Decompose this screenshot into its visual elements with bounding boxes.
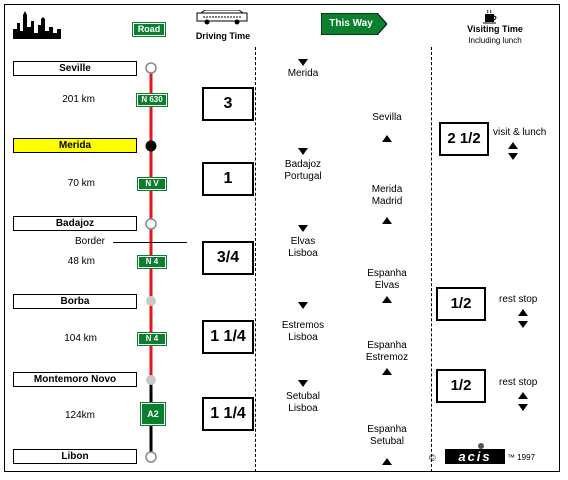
- stop-marker-libon: [145, 451, 157, 463]
- including-lunch-subheader: Including lunch: [468, 36, 522, 45]
- visiting-time-merida: 2 1/2: [439, 122, 489, 156]
- route-guide-frame: Road Driving Time This Way Visiting Time…: [4, 4, 560, 472]
- city-borba: Borba: [13, 294, 137, 309]
- down-arrow-icon: [298, 302, 308, 309]
- border-line: [113, 242, 187, 243]
- up-arrow-icon: [518, 392, 528, 399]
- visiting-time-header: Visiting Time: [467, 24, 523, 34]
- up-arrow-icon: [518, 309, 528, 316]
- driving-time-badajoz-borba: 3/4: [202, 241, 254, 275]
- northbound-sign-1: Sevilla: [372, 112, 402, 123]
- logo-dot: [478, 443, 484, 449]
- distance-montemoro-libon: 124km: [64, 410, 95, 421]
- road-badge-n630: N 630: [136, 93, 168, 107]
- down-arrow-icon: [298, 148, 308, 155]
- visit-note-montemoro: rest stop: [499, 377, 538, 388]
- down-arrow-icon: [518, 321, 528, 328]
- stop-marker-borba: [146, 296, 156, 306]
- southbound-sign-1: Merida: [287, 68, 319, 79]
- road-badge-a2: A2: [140, 402, 166, 426]
- distance-badajoz-borba: 48 km: [67, 256, 95, 267]
- driving-time-montemoro-libon: 1 1/4: [202, 397, 254, 431]
- down-arrow-icon: [298, 59, 308, 66]
- up-arrow-icon: [382, 368, 392, 375]
- down-arrow-icon: [508, 153, 518, 160]
- up-arrow-icon: [508, 142, 518, 149]
- city-libon: Libon: [13, 449, 137, 464]
- driving-time-seville-merida: 3: [202, 87, 254, 121]
- copyright-symbol: ©: [429, 453, 436, 463]
- copyright-year: ™ 1997: [507, 453, 536, 462]
- road-legend-badge: Road: [132, 22, 166, 37]
- road-badge-nv: N V: [137, 177, 167, 191]
- city-skyline-icon: [13, 11, 61, 39]
- up-arrow-icon: [382, 458, 392, 465]
- visit-note-borba: rest stop: [499, 294, 538, 305]
- down-arrow-icon: [518, 404, 528, 411]
- distance-merida-badajoz: 70 km: [67, 178, 95, 189]
- up-arrow-icon: [382, 296, 392, 303]
- acis-logo: acis: [445, 449, 505, 464]
- distance-borba-montemoro: 104 km: [64, 333, 97, 344]
- visiting-time-borba: 1/2: [436, 287, 486, 321]
- driving-time-borba-montemoro: 1 1/4: [202, 320, 254, 354]
- city-merida: Merida: [13, 138, 137, 153]
- city-badajoz: Badajoz: [13, 216, 137, 231]
- city-seville: Seville: [13, 61, 137, 76]
- down-arrow-icon: [298, 380, 308, 387]
- this-way-arrow-sign: [321, 13, 387, 35]
- up-arrow-icon: [382, 217, 392, 224]
- road-badge-n4-first: N 4: [137, 255, 167, 269]
- stop-marker-montemoro: [146, 375, 156, 385]
- stop-marker-seville: [145, 62, 157, 74]
- stop-marker-merida: [145, 140, 157, 152]
- car-icon: [196, 10, 248, 25]
- visiting-time-montemoro: 1/2: [436, 369, 486, 403]
- driving-time-header: Driving Time: [195, 31, 251, 41]
- border-label: Border: [75, 236, 106, 247]
- coffee-cup-icon: [483, 9, 497, 24]
- this-way-label: This Way: [329, 18, 373, 29]
- down-arrow-icon: [298, 225, 308, 232]
- road-badge-n4-second: N 4: [137, 332, 167, 346]
- stop-marker-badajoz: [145, 218, 157, 230]
- column-divider-left: [255, 47, 256, 472]
- column-divider-right: [431, 47, 432, 472]
- distance-seville-merida: 201 km: [62, 94, 95, 105]
- up-arrow-icon: [382, 135, 392, 142]
- visit-note-merida: visit & lunch: [493, 127, 547, 138]
- driving-time-merida-badajoz: 1: [202, 162, 254, 196]
- city-montemoro-novo: Montemoro Novo: [13, 372, 137, 387]
